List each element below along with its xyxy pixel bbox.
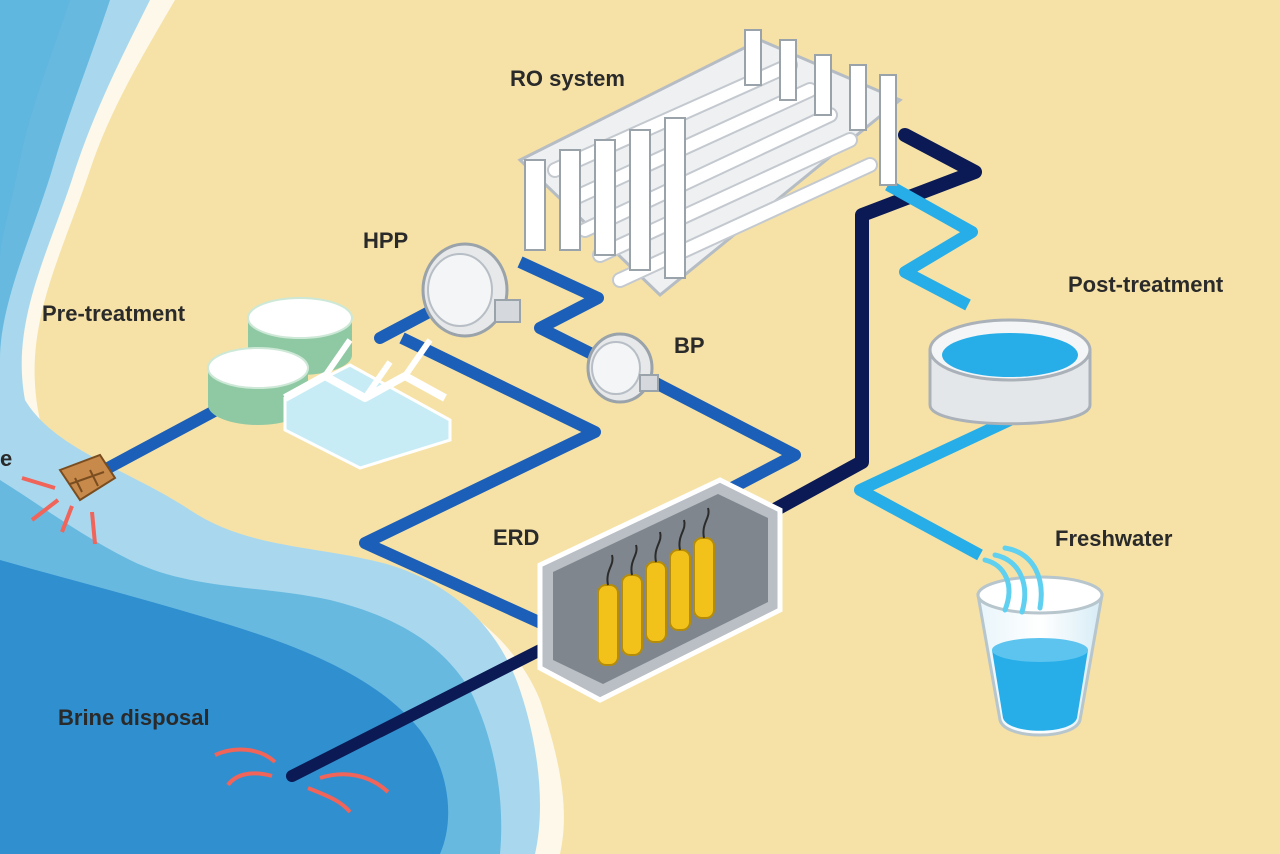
bp-pump [586,332,659,404]
intake-label-partial: e [0,446,13,471]
erd-label: ERD [493,525,540,550]
hpp-label: HPP [363,228,409,253]
bp-pipe [647,374,801,496]
hpp-to-ro-pipe [517,256,604,364]
ro-system-rack [517,29,903,298]
freshwater-label: Freshwater [1055,526,1173,551]
freshwater-glass [976,545,1104,737]
post-treatment-tank [928,318,1092,426]
erd-unit [537,477,783,703]
water-stream [982,545,1044,615]
intake-structure [21,453,117,545]
feed-to-erd-pipe [359,332,601,634]
post-treatment-label: Post-treatment [1068,272,1224,297]
product-pipe [854,414,1013,561]
intake-arrows [21,476,97,545]
sea [0,0,564,854]
pre-treatment-label: Pre-treatment [42,301,186,326]
pre-treatment-plant [207,297,452,470]
ro-system-label: RO system [510,66,625,91]
brine-arrows [214,747,390,814]
permeate-pipe [885,179,978,311]
concentrate-pipe [753,128,982,525]
bp-label: BP [674,333,705,358]
brine-disposal-label: Brine disposal [58,705,210,730]
hpp-pump [421,242,521,338]
brine-pipe [286,634,566,782]
